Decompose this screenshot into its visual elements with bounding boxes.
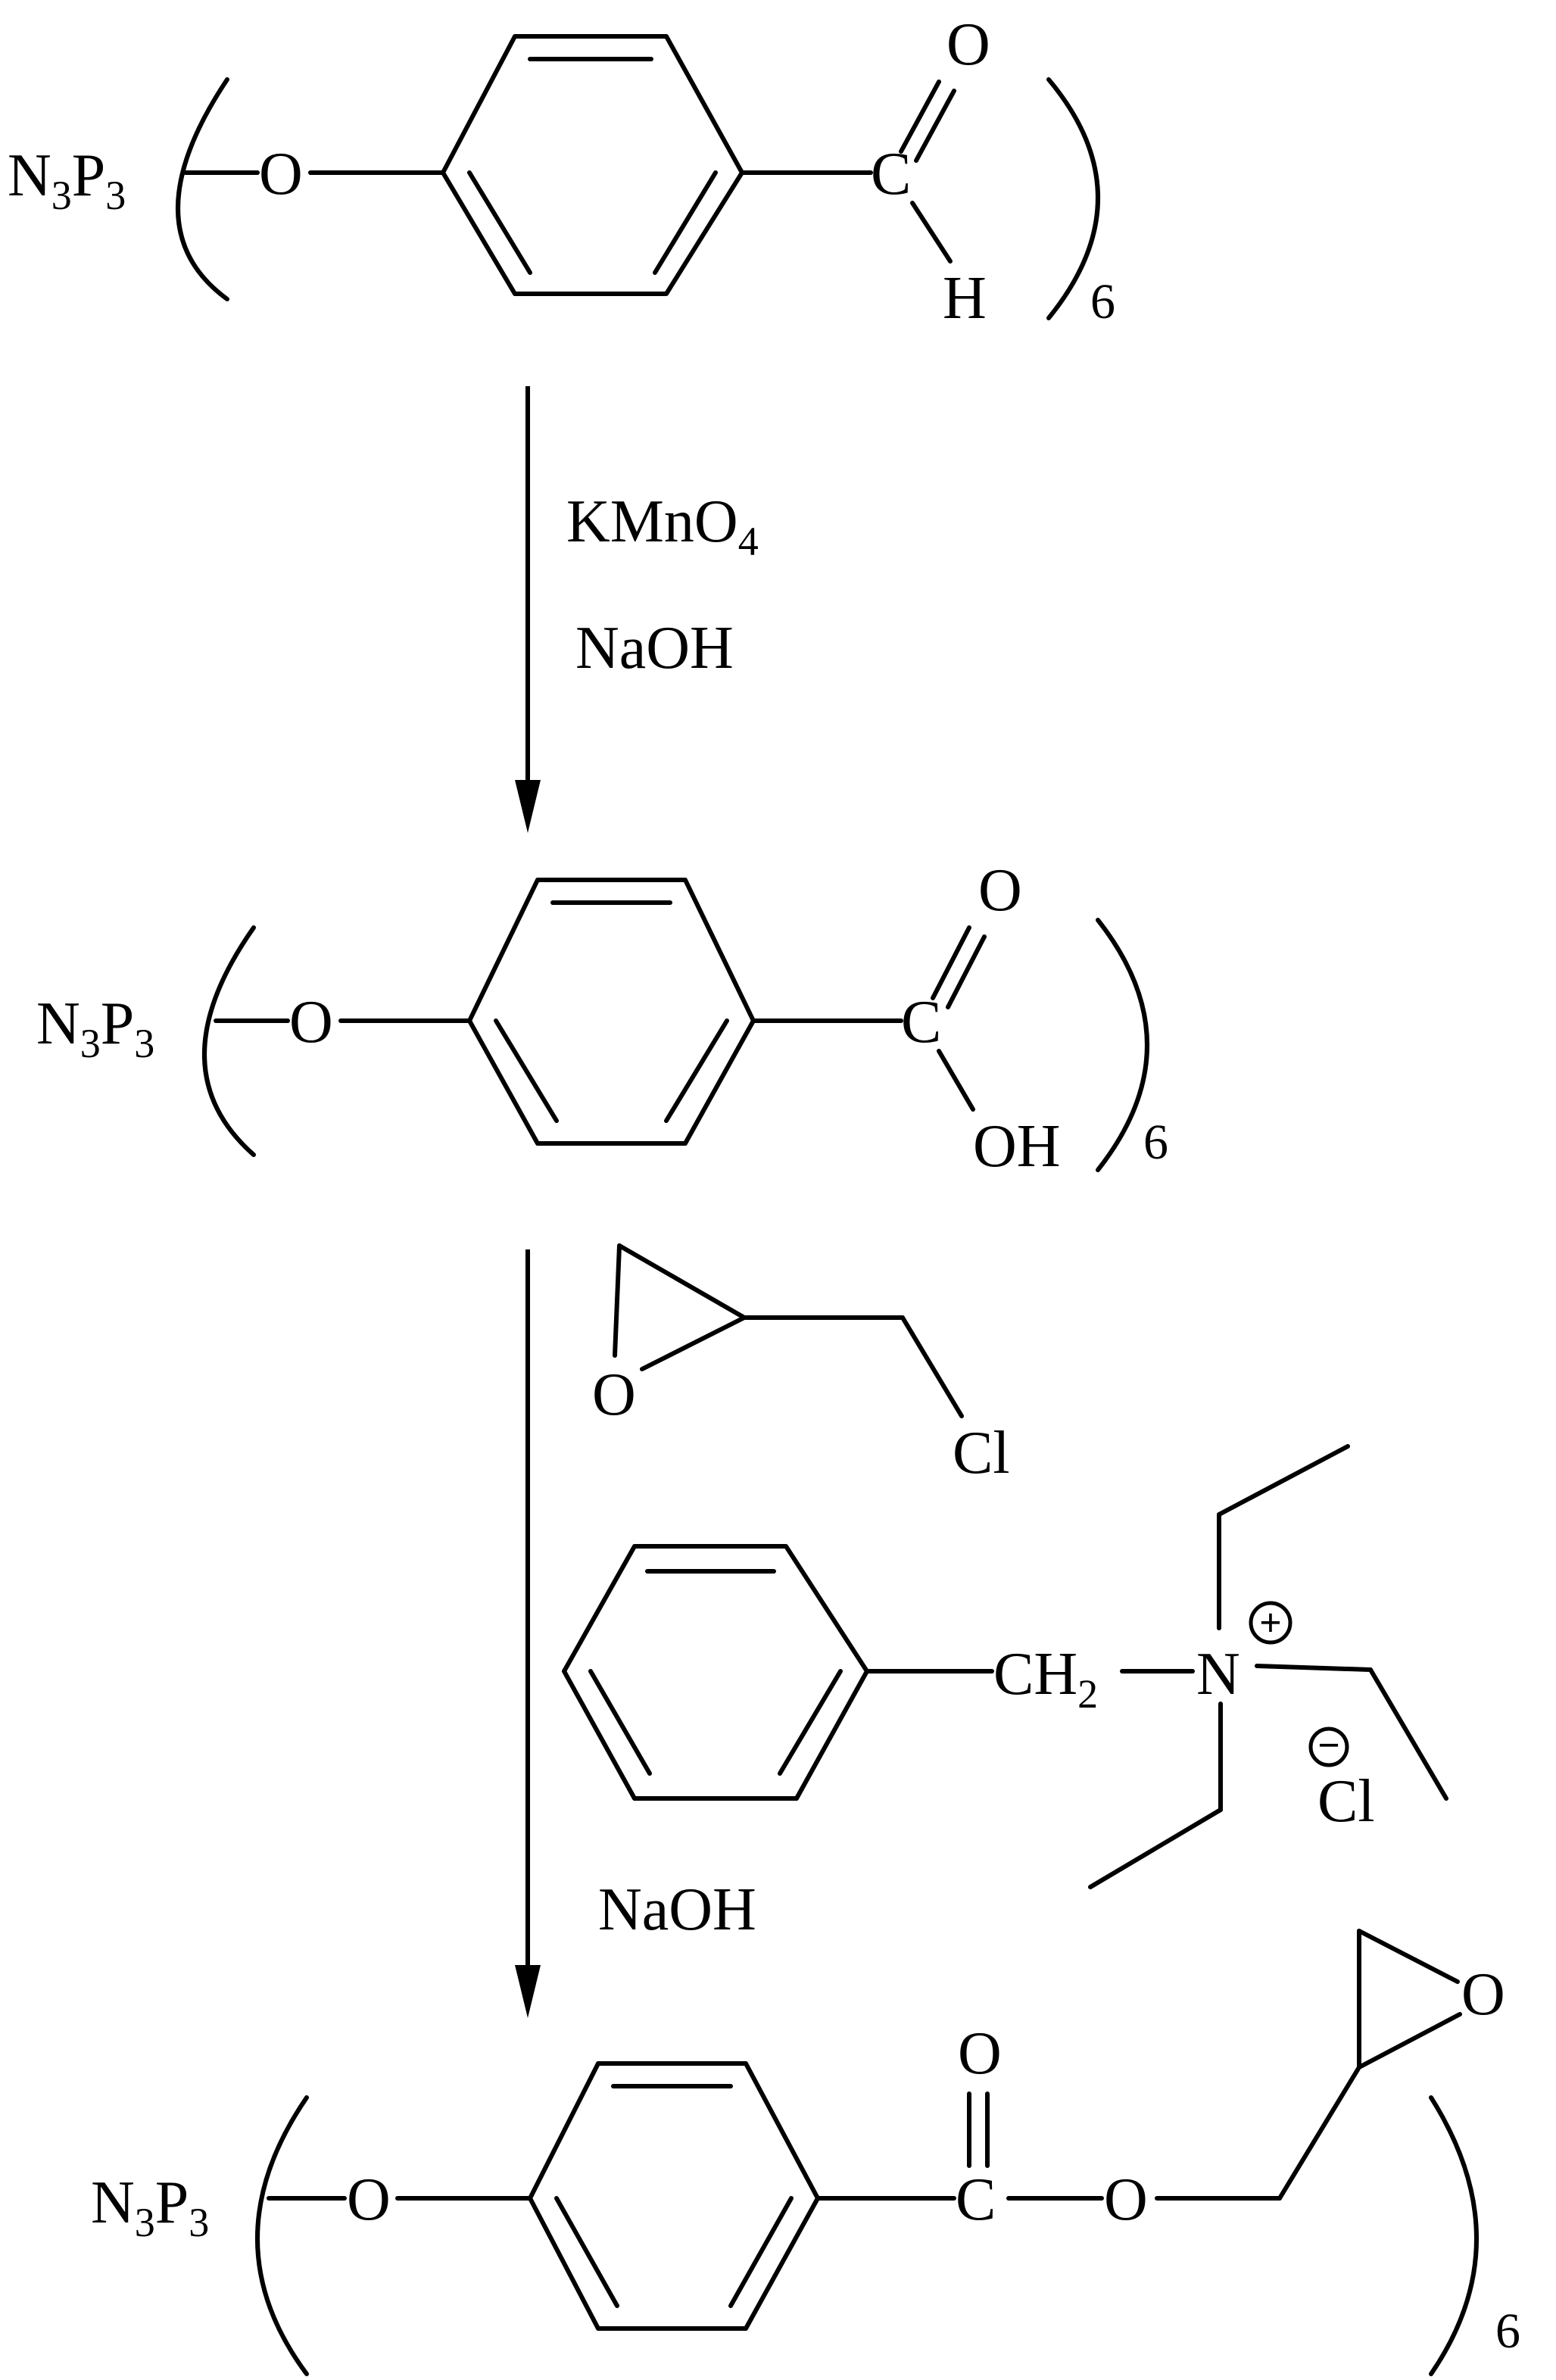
ethyl-up-bond-2 [1217, 1444, 1350, 1517]
epoxide-bond-ch2-o-3 [1357, 1929, 1460, 1984]
atom-o-link-3: O [347, 2166, 391, 2233]
reagent-kmno4: KMnO4 [566, 488, 759, 564]
close-paren-1 [1046, 77, 1100, 320]
benzene-ring-1 [441, 34, 744, 296]
bond-c-h-1 [910, 201, 953, 264]
atom-c-carbonyl-3: C [956, 2166, 996, 2233]
atom-epoxide-o-3: O [1461, 1961, 1505, 2028]
atom-c-carbonyl-2: C [901, 989, 941, 1056]
reagent-naoh-1: NaOH [575, 615, 734, 682]
atom-o-link-2: O [289, 989, 333, 1056]
reagent-naoh-2: NaOH [598, 1876, 756, 1943]
epichlorohydrin: O Cl [592, 1243, 1010, 1486]
atom-oh-2: OH [973, 1113, 1061, 1180]
atom-c-carbonyl-1: C [871, 141, 911, 207]
bond-c-o-double-b-2 [946, 934, 987, 1009]
group-ch2: CH2 [993, 1641, 1098, 1717]
core-n3p3-1: N3P3 [8, 142, 126, 218]
atom-epoxide-o: O [592, 1362, 636, 1428]
benzyltriethylammonium-chloride: CH2 N + − Cl [562, 1444, 1448, 1889]
epoxide-bond-ch2-o [613, 1243, 622, 1358]
epoxide-bond-ch-o-3 [1357, 2012, 1462, 2070]
structure-1-aldehyde: N3P3 O C O H 6 [8, 11, 1115, 332]
bond-c-o-double-a-2 [931, 925, 971, 1000]
plus-charge-circle [1249, 1601, 1293, 1645]
atom-n-quaternary: N [1196, 1641, 1240, 1708]
plus-charge-sign: + [1259, 1602, 1282, 1645]
atom-h-1: H [943, 265, 987, 332]
bond-c-o-double-b-1 [914, 89, 956, 163]
epoxide-bond-ch2-ch [617, 1243, 747, 1320]
atom-o-link-1: O [259, 141, 303, 207]
open-paren-3 [255, 2095, 309, 2376]
ethyl-right-bond-1 [1255, 1664, 1373, 1672]
multiplier-2: 6 [1143, 1115, 1168, 1170]
benzene-ring-3 [528, 2061, 820, 2331]
open-paren-1 [176, 77, 229, 301]
core-n3p3-3: N3P3 [91, 2169, 209, 2245]
structure-3-glycidyl-ester: N3P3 O C O O O 6 [91, 1929, 1520, 2376]
minus-charge-sign: − [1317, 1724, 1340, 1767]
multiplier-1: 6 [1090, 274, 1115, 329]
ethyl-down-bond-2 [1088, 1808, 1223, 1889]
bond-ch2-ch-epoxide [1277, 2065, 1361, 2201]
structure-2-acid: N3P3 O C O OH 6 [36, 857, 1168, 1180]
atom-o-carbonyl-1: O [946, 11, 990, 78]
bond-c-oh-2 [937, 1049, 975, 1112]
atom-cl-epichlorohydrin: Cl [953, 1420, 1010, 1486]
bond-c-o-double-a-1 [899, 80, 941, 154]
open-paren-2 [202, 925, 256, 1157]
atom-o-ester: O [1104, 2166, 1148, 2233]
bond-ch2-cl [900, 1315, 964, 1418]
close-paren-2 [1096, 918, 1149, 1172]
atom-o-carbonyl-3: O [958, 2020, 1002, 2087]
minus-charge-circle [1308, 1727, 1349, 1767]
reaction-arrow-2 [515, 1249, 541, 2018]
epoxide-bond-ch-o [640, 1315, 747, 1371]
benzene-ring-catalyst [562, 1544, 869, 1801]
core-n3p3-2: N3P3 [36, 990, 154, 1066]
multiplier-3: 6 [1495, 2304, 1520, 2359]
atom-cl-chloride: Cl [1317, 1768, 1375, 1835]
benzene-ring-2 [467, 878, 756, 1146]
close-paren-3 [1429, 2095, 1479, 2376]
ethyl-right-bond-2 [1368, 1667, 1448, 1801]
atom-o-carbonyl-2: O [978, 857, 1022, 924]
reaction-arrow-1 [515, 386, 541, 833]
